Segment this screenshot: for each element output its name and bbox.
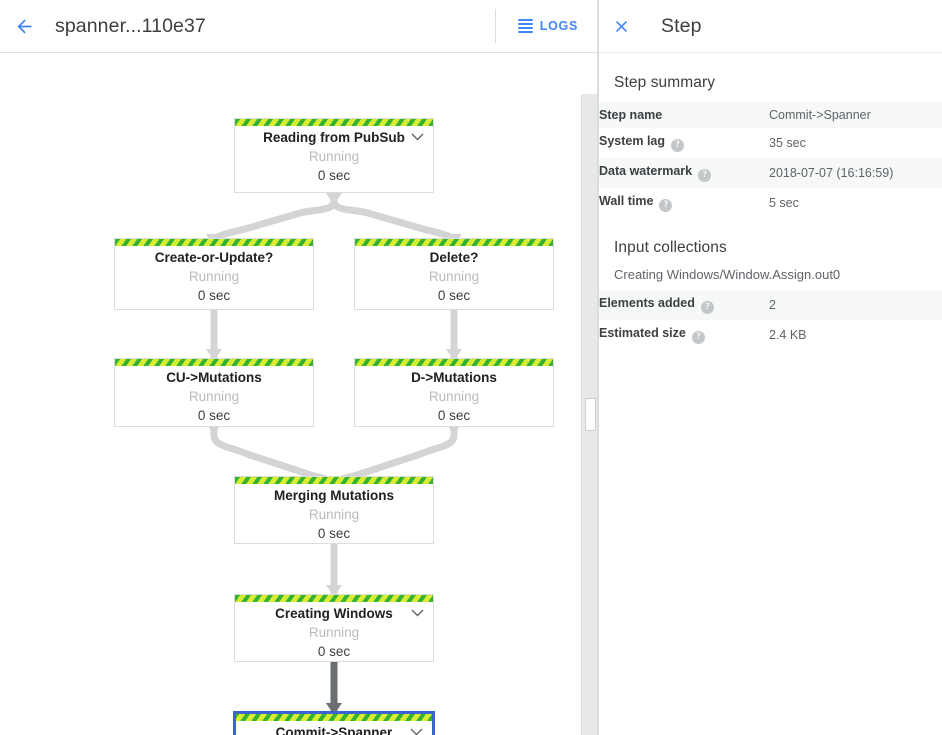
node-elapsed-time: 0 sec xyxy=(317,644,351,659)
node-elapsed-time: 0 sec xyxy=(317,526,351,541)
node-title: Create-or-Update? xyxy=(154,250,274,265)
graph-node-create-or-update[interactable]: Create-or-Update? Running 0 sec xyxy=(114,238,314,310)
node-elapsed-time: 0 sec xyxy=(437,408,471,423)
input-collections-heading: Input collections xyxy=(614,239,727,256)
node-status-stripe xyxy=(235,477,433,484)
chevron-down-icon[interactable] xyxy=(411,609,424,617)
logs-button-label: LOGS xyxy=(539,19,578,33)
step-summary-value: Commit->Spanner xyxy=(769,108,871,122)
list-lines-icon xyxy=(517,19,533,33)
input-collection-value: 2 xyxy=(769,298,776,312)
node-status-stripe xyxy=(355,359,553,366)
input-collection-label: Elements added? xyxy=(599,290,769,320)
step-summary-value: 35 sec xyxy=(769,136,806,150)
arrow-left-icon[interactable] xyxy=(11,13,37,39)
node-status: Running xyxy=(188,269,240,284)
node-title: Commit->Spanner xyxy=(275,725,393,735)
step-summary-value: 5 sec xyxy=(769,196,799,210)
help-icon[interactable]: ? xyxy=(671,139,685,152)
logs-button[interactable]: LOGS xyxy=(517,19,578,33)
node-status-stripe xyxy=(115,239,313,246)
node-title: Delete? xyxy=(429,250,479,265)
node-status: Running xyxy=(308,625,360,640)
top-app-bar: spanner...110e37 LOGS xyxy=(0,0,598,53)
step-summary-row: Wall time?5 sec xyxy=(599,188,942,218)
help-icon[interactable]: ? xyxy=(700,301,714,314)
step-summary-label: Wall time? xyxy=(599,188,769,218)
step-summary-row: Step name Commit->Spanner xyxy=(599,102,942,128)
node-status-stripe xyxy=(236,714,432,721)
top-bar-actions: LOGS xyxy=(494,0,598,52)
input-collection-label: Estimated size? xyxy=(599,320,769,350)
input-collection-name: Creating Windows/Window.Assign.out0 xyxy=(614,267,841,282)
graph-node-commit-spanner[interactable]: Commit->SpannerPart running5 sec xyxy=(233,711,435,735)
pane-divider xyxy=(597,0,598,735)
graph-node-delete[interactable]: Delete? Running 0 sec xyxy=(354,238,554,310)
help-icon[interactable]: ? xyxy=(691,331,705,344)
node-elapsed-time: 0 sec xyxy=(197,288,231,303)
node-status: Running xyxy=(188,389,240,404)
panel-title: Step xyxy=(661,14,702,37)
input-collection-value: 2.4 KB xyxy=(769,328,807,342)
divider xyxy=(494,9,496,43)
step-details-panel: Step Step summary Step name Commit->Spann… xyxy=(598,0,942,735)
node-title: D->Mutations xyxy=(411,370,497,385)
graph-pane: spanner...110e37 LOGS xyxy=(0,0,598,735)
node-title: Reading from PubSub xyxy=(263,130,405,145)
chevron-down-icon[interactable] xyxy=(410,728,423,735)
node-title: Creating Windows xyxy=(275,606,393,621)
close-icon[interactable] xyxy=(609,14,633,38)
node-elapsed-time: 0 sec xyxy=(317,168,351,183)
step-summary-label: Step name xyxy=(599,108,663,122)
graph-vertical-scrollbar[interactable] xyxy=(581,94,598,735)
node-status-stripe xyxy=(355,239,553,246)
node-title: CU->Mutations xyxy=(166,370,262,385)
input-collection-row: Elements added?2 xyxy=(599,290,942,320)
step-summary-row: System lag?35 sec xyxy=(599,128,942,158)
node-elapsed-time: 0 sec xyxy=(197,408,231,423)
step-summary-label: Data watermark? xyxy=(599,158,769,188)
node-status: Running xyxy=(428,389,480,404)
node-title: Merging Mutations xyxy=(274,488,394,503)
page-title: spanner...110e37 xyxy=(55,14,206,37)
step-summary-value: 2018-07-07 (16:16:59) xyxy=(769,166,894,180)
step-summary-label: System lag? xyxy=(599,128,769,158)
step-summary-row: Data watermark?2018-07-07 (16:16:59) xyxy=(599,158,942,188)
node-status: Running xyxy=(308,507,360,522)
input-collection-row: Estimated size?2.4 KB xyxy=(599,320,942,350)
help-icon[interactable]: ? xyxy=(659,199,673,212)
chevron-down-icon[interactable] xyxy=(411,133,424,141)
panel-header: Step xyxy=(599,0,942,53)
node-elapsed-time: 0 sec xyxy=(437,288,471,303)
node-status-stripe xyxy=(235,119,433,126)
scrollbar-thumb[interactable] xyxy=(585,398,596,431)
node-status-stripe xyxy=(115,359,313,366)
step-summary-heading: Step summary xyxy=(614,74,716,91)
node-status-stripe xyxy=(235,595,433,602)
node-status: Running xyxy=(308,149,360,164)
help-icon[interactable]: ? xyxy=(698,169,712,182)
node-status: Running xyxy=(428,269,480,284)
